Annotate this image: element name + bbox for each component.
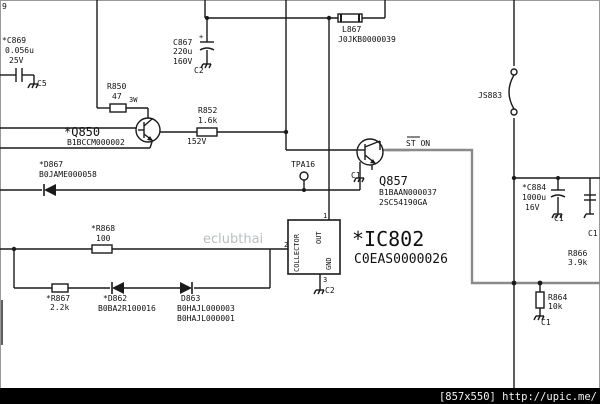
capacitor-right-edge[interactable]: C1: [583, 194, 598, 238]
svg-text:47: 47: [112, 92, 122, 101]
diode-d862[interactable]: *D862 B0BA2R100016: [98, 282, 156, 313]
svg-text:D863: D863: [181, 294, 200, 303]
svg-text:J0JKB0000039: J0JKB0000039: [338, 35, 396, 44]
test-point-tpa16[interactable]: TPA16: [291, 160, 315, 181]
svg-text:B0BA2R100016: B0BA2R100016: [98, 304, 156, 313]
svg-text:25V: 25V: [9, 56, 24, 65]
svg-text:L867: L867: [342, 25, 361, 34]
svg-text:COLLECTOR: COLLECTOR: [293, 233, 301, 272]
svg-text:B0HAJL000001: B0HAJL000001: [177, 314, 235, 323]
svg-text:C1: C1: [588, 229, 598, 238]
svg-text:1: 1: [323, 212, 327, 220]
svg-text:B0JAME000058: B0JAME000058: [39, 170, 97, 179]
diode-d867[interactable]: *D867 B0JAME000058: [39, 160, 97, 196]
transistor-q850[interactable]: *Q850 B1BCCM000002: [64, 117, 161, 147]
resistor-r850[interactable]: R850 47 3W: [107, 82, 138, 113]
diode-d863[interactable]: D863 B0HAJL000003 B0HAJL000001: [177, 282, 235, 323]
capacitor-c869[interactable]: *C869 0.056u 25V C5: [2, 36, 47, 89]
svg-text:C1: C1: [541, 318, 551, 327]
footer-bar: [0, 388, 600, 404]
svg-text:*C884: *C884: [522, 183, 546, 192]
svg-text:*R868: *R868: [91, 224, 115, 233]
svg-text:+: +: [199, 33, 203, 41]
corner-label: 9: [2, 2, 7, 11]
svg-text:OUT: OUT: [315, 231, 323, 244]
svg-text:TPA16: TPA16: [291, 160, 315, 169]
svg-text:R864: R864: [548, 293, 567, 302]
svg-text:Q857: Q857: [379, 174, 408, 188]
jumper-js883[interactable]: JS883: [478, 68, 518, 116]
resistor-r867[interactable]: *R867 2.2k: [46, 283, 70, 312]
svg-text:2.2k: 2.2k: [50, 303, 69, 312]
svg-text:160V: 160V: [173, 57, 192, 66]
capacitor-c884[interactable]: *C884 1000u 16V C1: [522, 183, 566, 223]
svg-text:*IC802: *IC802: [352, 227, 424, 251]
svg-text:JS883: JS883: [478, 91, 502, 100]
watermark: eclubthai: [203, 232, 263, 247]
svg-text:2: 2: [284, 241, 288, 249]
sheet-border: [0, 0, 600, 389]
footer-text[interactable]: [857x550] http://upic.me/: [439, 391, 597, 403]
svg-text:C1: C1: [351, 171, 361, 180]
inductor-l867[interactable]: L867 J0JKB0000039: [337, 13, 396, 44]
svg-text:C0EAS0000026: C0EAS0000026: [354, 252, 448, 267]
resistor-r866[interactable]: R866 3.9k: [568, 249, 587, 267]
svg-text:GND: GND: [325, 257, 333, 270]
svg-text:3.9k: 3.9k: [568, 258, 587, 267]
svg-text:0.056u: 0.056u: [5, 46, 34, 55]
svg-text:*Q850: *Q850: [64, 125, 100, 139]
svg-text:C2: C2: [325, 286, 335, 295]
resistor-r868[interactable]: *R868 100: [91, 224, 115, 254]
svg-text:1.6k: 1.6k: [198, 116, 217, 125]
svg-text:R852: R852: [198, 106, 217, 115]
svg-text:*C869: *C869: [2, 36, 26, 45]
st-on-label: ST ON: [406, 139, 430, 148]
svg-text:2SC54190GA: 2SC54190GA: [379, 198, 427, 207]
svg-text:10k: 10k: [548, 302, 563, 311]
svg-text:3W: 3W: [129, 96, 138, 104]
svg-text:*D867: *D867: [39, 160, 63, 169]
svg-text:100: 100: [96, 234, 111, 243]
transistor-q857[interactable]: Q857 B1BAAN000037 2SC54190GA C1: [351, 138, 437, 207]
svg-text:C2: C2: [194, 66, 204, 75]
svg-text:C5: C5: [37, 79, 47, 88]
resistor-r852[interactable]: R852 1.6k 152V: [187, 106, 218, 146]
svg-text:B1BCCM000002: B1BCCM000002: [67, 138, 125, 147]
capacitor-c867[interactable]: + C867 220u 160V C2: [173, 33, 215, 75]
resistor-r864[interactable]: R864 10k C1: [533, 291, 567, 327]
st-on-trace: [380, 148, 600, 285]
junction-dots: [11, 15, 560, 286]
svg-text:16V: 16V: [525, 203, 540, 212]
svg-text:*R867: *R867: [46, 294, 70, 303]
svg-text:B1BAAN000037: B1BAAN000037: [379, 188, 437, 197]
ic-ic802[interactable]: COLLECTOR OUT GND 2 1 3 *IC802 C0EAS0000…: [284, 212, 448, 295]
svg-text:3: 3: [323, 276, 327, 284]
svg-text:*D862: *D862: [103, 294, 127, 303]
svg-text:C1: C1: [554, 214, 564, 223]
svg-text:R866: R866: [568, 249, 587, 258]
svg-text:220u: 220u: [173, 47, 192, 56]
svg-text:152V: 152V: [187, 137, 206, 146]
svg-text:C867: C867: [173, 38, 192, 47]
svg-text:B0HAJL000003: B0HAJL000003: [177, 304, 235, 313]
svg-text:R850: R850: [107, 82, 126, 91]
wires: [0, 0, 600, 388]
svg-text:1000u: 1000u: [522, 193, 546, 202]
